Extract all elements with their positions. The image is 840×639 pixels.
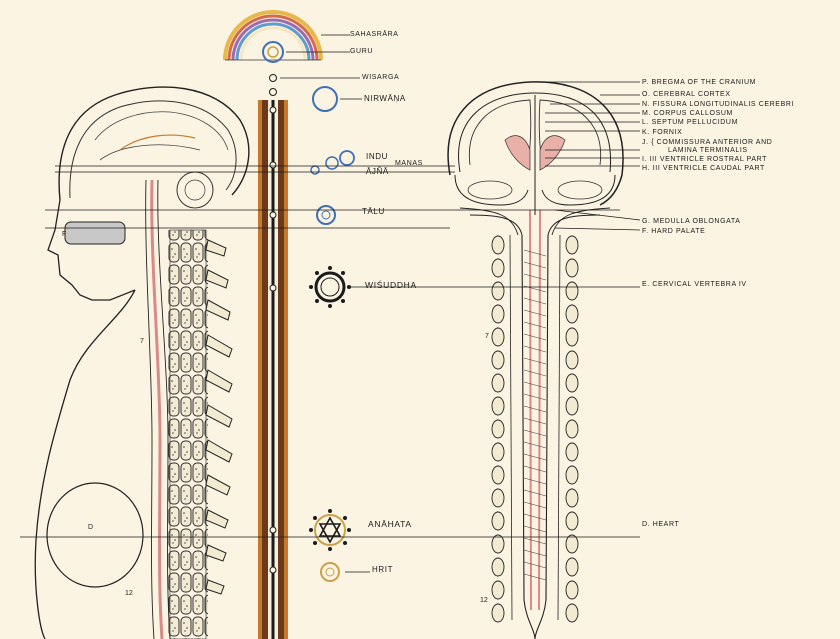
hrit-symbol: [321, 563, 339, 581]
mark-right-seven: 7: [485, 333, 489, 341]
talu-circle: [317, 206, 335, 224]
wisuddha-circle: [309, 266, 351, 308]
mark-left-F: F: [62, 231, 66, 239]
label-guru: GURU: [350, 47, 373, 57]
mark-left-seven: 7: [140, 338, 144, 346]
label-D-heart: D. HEART: [642, 520, 679, 530]
label-G-medulla: G. MEDULLA OBLONGATA: [642, 217, 741, 227]
label-sahasrara: SAHASRĀRA: [350, 30, 399, 40]
label-manas: MANAS: [395, 159, 423, 169]
label-H-ventricle-caudal: H. III VENTRICLE CAUDAL PART: [642, 164, 765, 174]
guru-circle: [263, 42, 283, 62]
central-channel: [258, 100, 288, 639]
nirwana-circle: [313, 87, 337, 111]
label-E-cervical-vertebra: E. CERVICAL VERTEBRA IV: [642, 280, 747, 290]
label-wisarga: WISARGA: [362, 73, 399, 83]
label-ajna: ĀJÑĀ: [366, 167, 389, 177]
right-frontal-figure: [448, 82, 623, 639]
label-talu: TĀLU: [362, 207, 385, 217]
label-F-hard-palate: F. HARD PALATE: [642, 227, 705, 237]
anahata-symbol: [309, 509, 351, 551]
label-nirwana: NIRWĀṆA: [364, 94, 406, 104]
left-profile-figure: [35, 87, 249, 639]
mark-left-D: D: [88, 524, 93, 532]
label-O-cerebral-cortex: O. CEREBRAL CORTEX: [642, 90, 731, 100]
mark-left-twelve: 12: [125, 590, 133, 598]
label-indu: INDU: [366, 152, 388, 162]
label-L-septum: L. SEPTUM PELLUCIDUM: [642, 118, 738, 128]
label-K-fornix: K. FORNIX: [642, 128, 682, 138]
label-wisuddha: WIŚUDDHA: [365, 280, 417, 290]
label-P-bregma: P. BREGMA OF THE CRANIUM: [642, 78, 756, 88]
label-hrit: HṚIT: [372, 565, 393, 575]
mark-right-twelve: 12: [480, 597, 488, 605]
label-anahata: ANĀHATA: [368, 519, 412, 529]
